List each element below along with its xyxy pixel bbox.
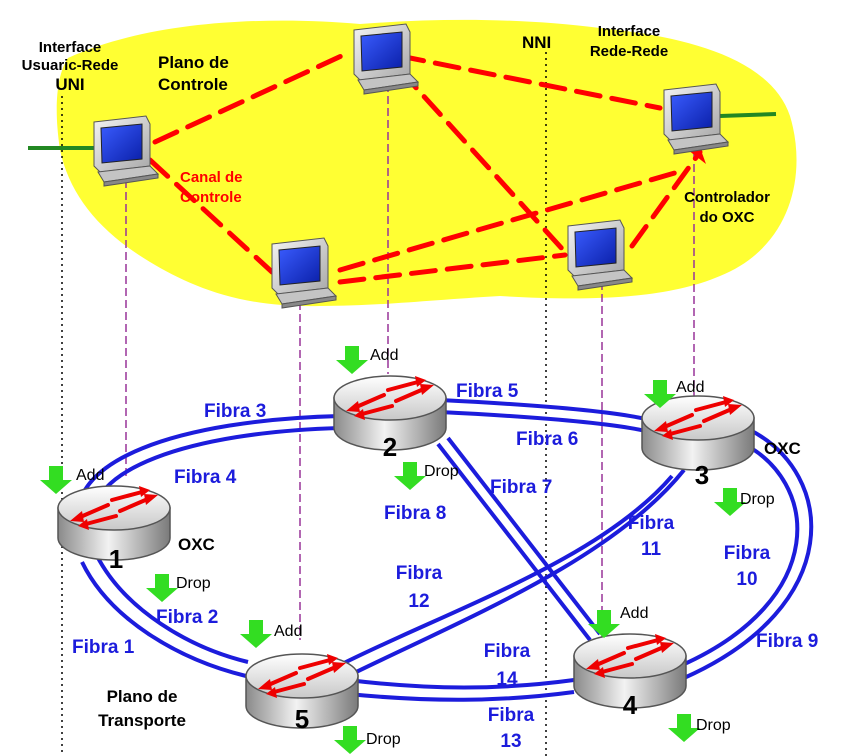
- access-line-right: [719, 112, 777, 118]
- fiber-12-label-2: 12: [408, 591, 430, 612]
- drop-label-3: Drop: [740, 491, 775, 508]
- vertical-links: [125, 84, 695, 640]
- fiber-14-label-2: 14: [496, 669, 518, 690]
- pc-controller-right: [663, 83, 729, 155]
- fiber-6-label: Fibra 6: [516, 429, 579, 450]
- controller-label: Controlador: [684, 189, 770, 206]
- add-arrow-icon: [40, 466, 72, 494]
- add-label-2: Add: [370, 347, 399, 364]
- fiber-3-label: Fibra 3: [204, 401, 267, 422]
- drop-arrow-icon: [146, 574, 178, 602]
- drop-label-5: Drop: [366, 731, 401, 748]
- control-plane-label: Plano de: [158, 53, 229, 72]
- router-3: [640, 394, 756, 472]
- add-arrow-icon: [240, 620, 272, 648]
- add-arrow-icon: [336, 346, 368, 374]
- node-5-number: 5: [294, 704, 310, 734]
- fiber-10-label: Fibra: [723, 543, 771, 564]
- add-arrow-icon: [588, 610, 620, 638]
- nni-interface-label-2: Rede-Rede: [589, 43, 669, 60]
- transport-plane-label: Plano de: [106, 687, 178, 706]
- fiber-10-label-2: 10: [736, 569, 758, 590]
- fiber-7-label: Fibra 7: [490, 477, 553, 498]
- fiber-12-label: Fibra: [395, 563, 443, 584]
- fiber-11-label-2: 11: [640, 539, 662, 560]
- drop-arrow-icon: [334, 726, 366, 754]
- nni-interface-label: Interface: [597, 23, 661, 40]
- fiber-11-label: Fibra: [627, 513, 675, 534]
- fiber-8-label: Fibra 8: [384, 503, 447, 524]
- uni-interface-label-2: Usuaric-Rede: [21, 57, 119, 74]
- node-2-number: 2: [382, 432, 398, 462]
- add-label-5: Add: [274, 623, 303, 640]
- fiber-1-label: Fibra 1: [72, 637, 135, 658]
- drop-label-2: Drop: [424, 463, 459, 480]
- add-label-3: Add: [676, 379, 705, 396]
- fiber-13-label: Fibra: [487, 705, 535, 726]
- control-channel-label-2: Controle: [180, 189, 242, 206]
- oxc-label-3: OXC: [764, 439, 801, 458]
- drop-arrow-icon: [394, 462, 426, 490]
- node-4-number: 4: [622, 690, 638, 720]
- fiber-2-label: Fibra 2: [156, 607, 219, 628]
- add-label-1: Add: [76, 467, 105, 484]
- transport-plane-label-2: Transporte: [98, 711, 186, 730]
- control-channel-label: Canal de: [180, 169, 243, 186]
- fiber-5-label: Fibra 5: [456, 381, 519, 402]
- pc-controller-left: [93, 115, 159, 187]
- add-label-4: Add: [620, 605, 649, 622]
- nni-label: NNI: [522, 33, 552, 52]
- node-3-number: 3: [694, 460, 710, 490]
- node-1-number: 1: [108, 544, 124, 574]
- drop-label-1: Drop: [176, 575, 211, 592]
- drop-label-4: Drop: [696, 717, 731, 734]
- uni-interface-label: Interface: [38, 39, 102, 56]
- pc-controller-center-right: [567, 219, 633, 291]
- fiber-4-label: Fibra 4: [174, 467, 237, 488]
- fiber-9-label: Fibra 9: [756, 631, 819, 652]
- pc-controller-top: [353, 23, 419, 95]
- controller-label-2: do OXC: [699, 209, 755, 226]
- oxc-label-1: OXC: [178, 535, 215, 554]
- fiber-14-label: Fibra: [483, 641, 531, 662]
- uni-label: UNI: [55, 75, 85, 94]
- pc-controller-middle: [271, 237, 337, 309]
- control-plane-label-2: Controle: [158, 75, 228, 94]
- control-channels: [147, 49, 703, 285]
- fiber-13-label-2: 13: [500, 731, 522, 752]
